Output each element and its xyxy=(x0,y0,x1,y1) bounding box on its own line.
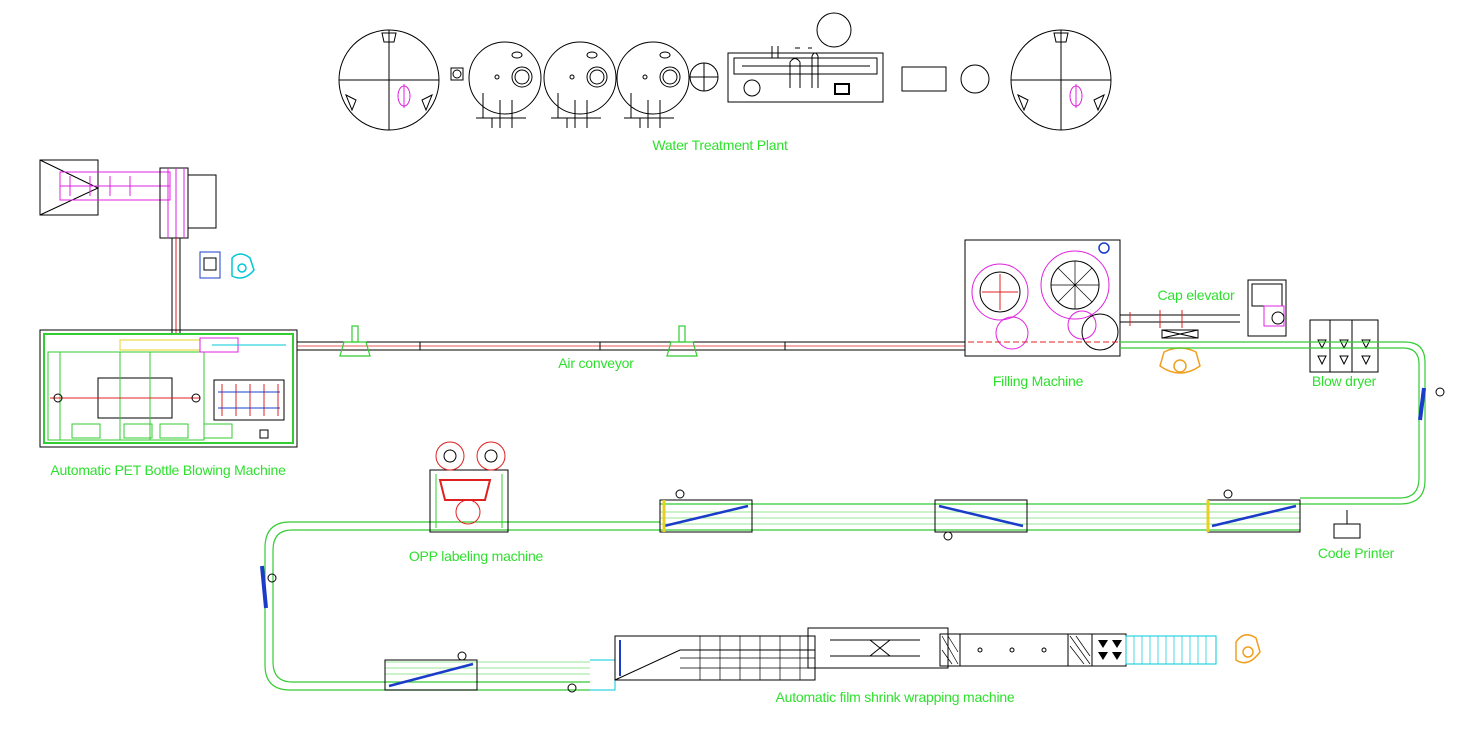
cap-elevator xyxy=(1120,279,1287,339)
water-treatment-label: Water Treatment Plant xyxy=(652,137,788,153)
opp-labeling-machine xyxy=(429,441,509,533)
reverse-osmosis-unit xyxy=(727,12,884,103)
blow-dryer-label: Blow dryer xyxy=(1312,373,1377,389)
conveyor-turn-guides xyxy=(260,387,1426,609)
operator-icon-2 xyxy=(1159,347,1201,374)
filling-machine-label: Filling Machine xyxy=(993,373,1084,389)
ozone-mixer xyxy=(960,64,990,94)
softener-filter xyxy=(616,41,690,128)
raw-water-tank xyxy=(338,29,440,131)
conveyor-transfer-sections xyxy=(267,387,1445,693)
preform-hopper xyxy=(39,159,221,335)
pump-1 xyxy=(450,67,464,81)
air-blower-fan-2 xyxy=(666,325,698,357)
labeling-machine-label: OPP labeling machine xyxy=(409,548,544,564)
air-conveyor xyxy=(297,341,965,351)
cap-elevator-label: Cap elevator xyxy=(1158,287,1236,303)
uv-sterilizer xyxy=(901,66,947,92)
air-conveyor-label: Air conveyor xyxy=(558,355,634,371)
sand-filter xyxy=(468,41,542,128)
blowing-machine xyxy=(39,329,298,448)
blowing-machine-label: Automatic PET Bottle Blowing Machine xyxy=(50,462,286,478)
air-blower-fan-1 xyxy=(339,325,371,357)
carbon-filter xyxy=(543,41,617,128)
bottle-conveyor xyxy=(264,341,1426,691)
precision-filter xyxy=(689,62,719,92)
operator-icon-3 xyxy=(1235,634,1261,664)
blow-dryer xyxy=(1309,319,1379,373)
pure-water-tank xyxy=(1010,29,1112,131)
code-printer xyxy=(1333,510,1361,539)
water-treatment-plant xyxy=(338,12,1112,131)
shrink-wrapping-machine xyxy=(590,627,1217,691)
shrink-wrapping-label: Automatic film shrink wrapping machine xyxy=(775,689,1014,705)
operator-icon-1 xyxy=(231,253,255,279)
code-printer-label: Code Printer xyxy=(1318,545,1395,561)
filling-machine xyxy=(964,239,1121,357)
